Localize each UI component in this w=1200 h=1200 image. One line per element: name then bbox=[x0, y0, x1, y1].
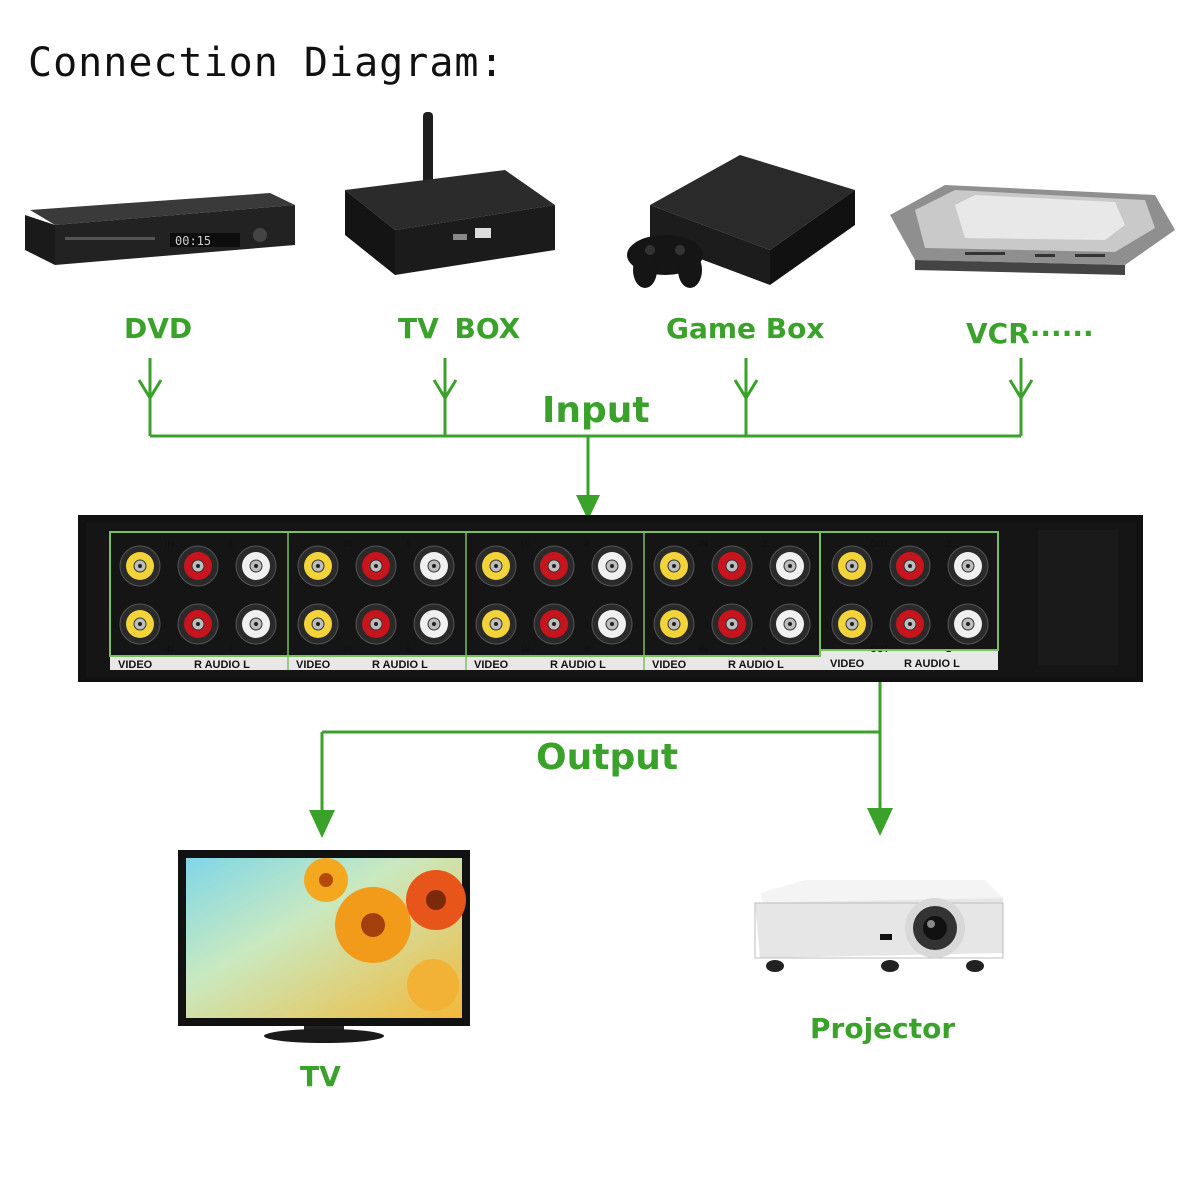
audio-label: R AUDIO L bbox=[728, 659, 784, 671]
input-in-label: IN bbox=[343, 539, 352, 549]
rca-jack-video bbox=[297, 545, 339, 587]
vcr-icon bbox=[890, 185, 1175, 275]
rca-jack-audio-l bbox=[591, 603, 633, 645]
rca-jack-audio-l bbox=[769, 545, 811, 587]
rca-jack-audio-l bbox=[413, 545, 455, 587]
rca-jack-audio-l bbox=[947, 545, 989, 587]
audio-label: R AUDIO L bbox=[904, 658, 960, 670]
input-in-label: IN bbox=[699, 644, 708, 654]
audio-label: R AUDIO L bbox=[550, 659, 606, 671]
rca-jack-video bbox=[119, 545, 161, 587]
rca-jack-audio-r bbox=[177, 603, 219, 645]
rca-jack-video bbox=[653, 603, 695, 645]
rca-jack-audio-r bbox=[533, 545, 575, 587]
rca-jack-video bbox=[475, 545, 517, 587]
input-in-label: IN bbox=[165, 644, 174, 654]
rca-jack-audio-r bbox=[889, 545, 931, 587]
rca-jack-video bbox=[297, 603, 339, 645]
video-label: VIDEO bbox=[296, 659, 331, 671]
input-number-label: 2 bbox=[762, 539, 767, 549]
jack-array bbox=[119, 545, 989, 645]
page-title: Connection Diagram: bbox=[28, 40, 505, 86]
input-in-label: IN bbox=[343, 644, 352, 654]
projector-arrow-head bbox=[867, 808, 893, 836]
output-number-label: 2 bbox=[946, 539, 951, 549]
input-number-label: 3 bbox=[584, 644, 589, 654]
rca-jack-audio-r bbox=[889, 603, 931, 645]
input-in-label: IN bbox=[699, 539, 708, 549]
rca-jack-audio-l bbox=[235, 545, 277, 587]
rca-jack-audio-r bbox=[533, 603, 575, 645]
input-number-label: 1 bbox=[762, 644, 767, 654]
input-number-label: 4 bbox=[584, 539, 589, 549]
input-number-label: 7 bbox=[228, 644, 233, 654]
audio-label: R AUDIO L bbox=[194, 659, 250, 671]
tv-icon bbox=[178, 850, 470, 1043]
video-label: VIDEO bbox=[474, 659, 509, 671]
video-label: VIDEO bbox=[830, 658, 865, 670]
input-in-label: IN bbox=[521, 644, 530, 654]
source-label-game-box: Game Box bbox=[666, 312, 825, 345]
game-console-icon bbox=[627, 155, 855, 288]
dvd-display-text: 00:15 bbox=[175, 234, 211, 248]
rca-jack-audio-l bbox=[947, 603, 989, 645]
output-out-label: OUT bbox=[870, 539, 890, 549]
rca-jack-audio-r bbox=[711, 545, 753, 587]
projector-icon bbox=[754, 880, 1004, 972]
rca-jack-audio-r bbox=[711, 603, 753, 645]
rca-jack-video bbox=[119, 603, 161, 645]
video-label: VIDEO bbox=[652, 659, 687, 671]
source-label-tv-box: TV BOX bbox=[398, 312, 521, 345]
rca-jack-audio-l bbox=[413, 603, 455, 645]
audio-label: R AUDIO L bbox=[372, 659, 428, 671]
rca-jack-video bbox=[475, 603, 517, 645]
tv-box-icon bbox=[345, 112, 555, 275]
output-label: Output bbox=[536, 737, 679, 778]
source-label-vcr: VCR······ bbox=[966, 317, 1094, 350]
input-in-label: IN bbox=[165, 539, 174, 549]
rca-jack-audio-l bbox=[769, 603, 811, 645]
input-number-label: 6 bbox=[406, 539, 411, 549]
rca-jack-video bbox=[653, 545, 695, 587]
input-in-label: IN bbox=[521, 539, 530, 549]
video-label: VIDEO bbox=[118, 659, 153, 671]
dvd-player-icon: 00:15 bbox=[25, 193, 295, 265]
rca-jack-audio-r bbox=[355, 545, 397, 587]
output-label-projector: Projector bbox=[810, 1012, 956, 1045]
rca-jack-audio-r bbox=[177, 545, 219, 587]
rca-jack-audio-l bbox=[235, 603, 277, 645]
rca-jack-video bbox=[831, 545, 873, 587]
input-number-label: 5 bbox=[406, 644, 411, 654]
source-label-dvd: DVD bbox=[124, 312, 193, 345]
input-label: Input bbox=[542, 390, 650, 431]
input-number-label: 8 bbox=[228, 539, 233, 549]
rca-jack-video bbox=[831, 603, 873, 645]
tv-arrow-head bbox=[309, 810, 335, 838]
rca-jack-audio-r bbox=[355, 603, 397, 645]
rca-jack-audio-l bbox=[591, 545, 633, 587]
output-label-tv: TV bbox=[300, 1060, 341, 1093]
